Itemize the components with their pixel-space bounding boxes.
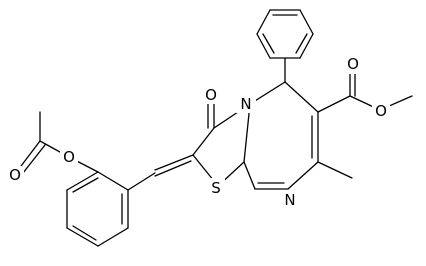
- atom-label-nitrogen-ring: N: [284, 191, 295, 209]
- atom-label-oxygen-ketone: O: [205, 86, 217, 104]
- aryl-ring-lower: [66, 171, 156, 247]
- atom-label-oxygen-acetyl-carbonyl: O: [9, 166, 21, 184]
- atom-label-oxygen-ester: O: [375, 102, 387, 120]
- thiazolidinone-ring: [154, 99, 251, 187]
- acetoxy-group: [17, 111, 99, 174]
- atom-label-oxygen-carbonyl-ester: O: [347, 55, 359, 73]
- methyl-ester-group: [317, 61, 413, 113]
- atom-labels: O N O O S N O O: [6, 55, 390, 209]
- atom-label-nitrogen-bridgehead: N: [240, 95, 251, 113]
- atom-label-sulfur: S: [211, 179, 221, 197]
- pyrimidine-ring: [243, 81, 353, 190]
- phenyl-ring: [256, 9, 314, 83]
- atom-label-oxygen-acetoxy: O: [63, 148, 75, 166]
